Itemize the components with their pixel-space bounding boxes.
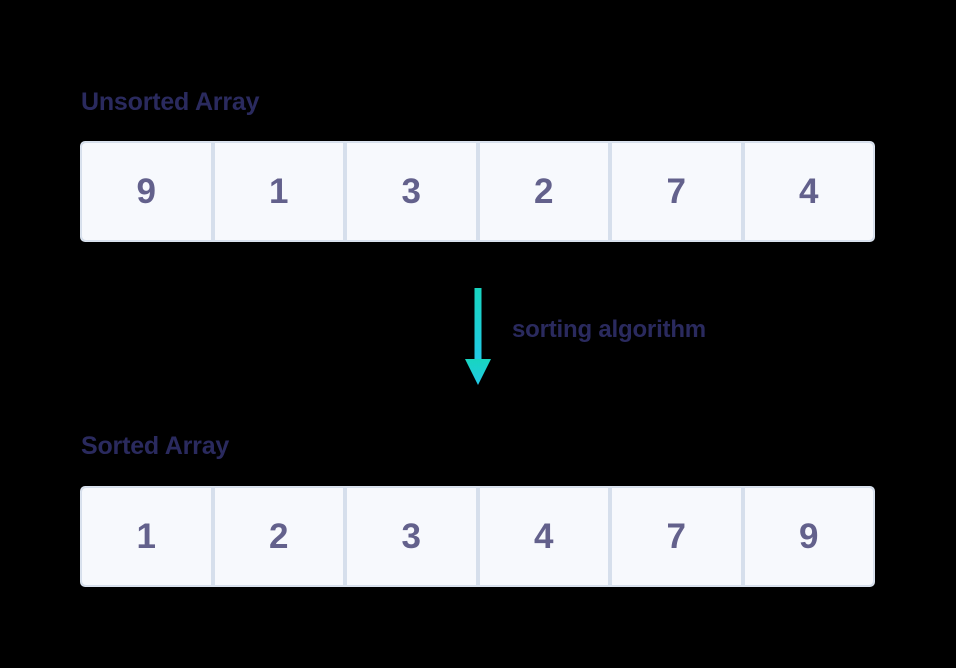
array-cell: 7 (612, 143, 741, 240)
sorted-array-label: Sorted Array (81, 432, 230, 460)
arrow-down-icon (462, 288, 494, 388)
sorted-array-row: 1 2 3 4 7 9 (80, 486, 875, 587)
array-cell: 9 (82, 143, 211, 240)
array-cell: 2 (214, 488, 343, 585)
array-cell: 1 (214, 143, 343, 240)
array-cell: 4 (744, 143, 873, 240)
array-cell: 1 (82, 488, 211, 585)
array-cell: 7 (612, 488, 741, 585)
unsorted-array-row: 9 1 3 2 7 4 (80, 141, 875, 242)
array-cell: 9 (744, 488, 873, 585)
array-cell: 3 (347, 488, 476, 585)
unsorted-array-label: Unsorted Array (81, 88, 260, 116)
array-cell: 3 (347, 143, 476, 240)
sorting-algorithm-caption: sorting algorithm (512, 316, 706, 343)
array-cell: 4 (479, 488, 608, 585)
array-cell: 2 (479, 143, 608, 240)
